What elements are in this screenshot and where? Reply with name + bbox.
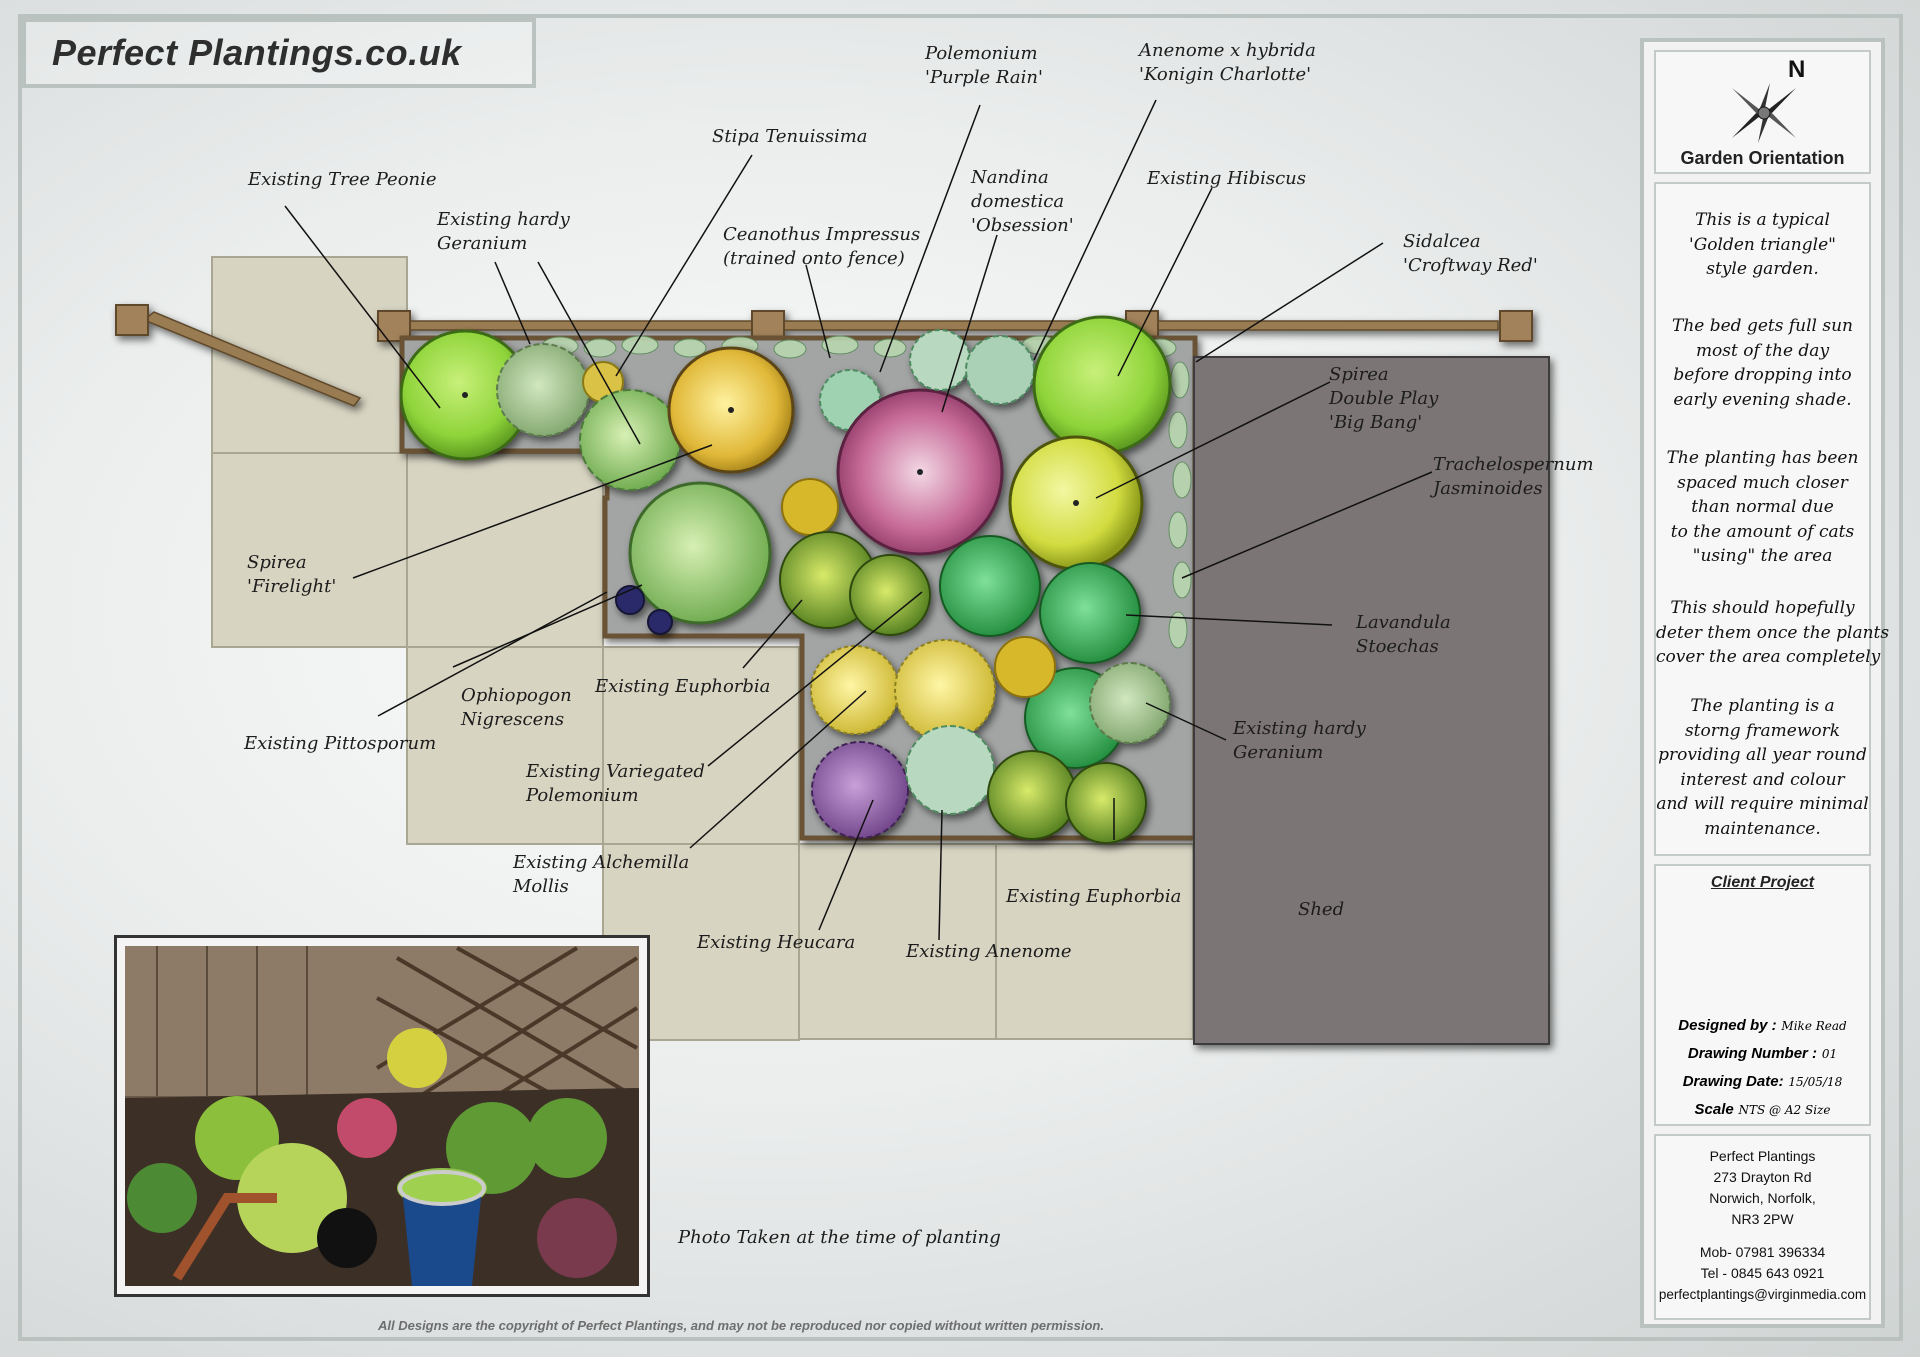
garden-plan [115,99,1550,1045]
scale-value: NTS @ A2 Size [1738,1103,1831,1117]
label-trachelospernum: Trachelospernum Jasminoides [1433,454,1594,499]
north-letter: N [1788,56,1806,83]
label-sidalcea: Sidalcea 'Croftway Red' [1403,231,1538,276]
company-name: Perfect Plantings [1709,1148,1816,1164]
photo-illustration [125,946,639,1286]
orientation-box: N Garden Orientation [1654,50,1871,174]
label-stipa: Stipa Tenuissima [712,126,868,147]
company-street: 273 Drayton Rd [1713,1169,1812,1185]
plant-anenome-bottom [905,725,995,815]
label-polemonium-purple-rain: Polemonium 'Purple Rain' [925,43,1043,88]
plant-small-yellow-2 [994,636,1056,698]
orientation-caption: Garden Orientation [1680,148,1845,168]
plant-euphorbia-left-2 [849,554,931,636]
plant-euphorbia-bottom-2 [1065,762,1147,844]
company-mobile: Mob- 07981 396334 [1699,1244,1826,1260]
label-variegated-polemonium: Existing Variegated Polemonium [526,761,705,806]
company-email: perfectplantings@virginmedia.com [1658,1287,1867,1302]
note-framework: The planting is a storng framework provi… [1656,696,1869,839]
plant-hardy-geranium-right [1089,662,1171,744]
copyright-notice: All Designs are the copyright of Perfect… [378,1318,1104,1333]
label-spirea-firelight: Spirea 'Firelight' [247,552,337,597]
client-project-label: Client Project [1710,874,1815,891]
label-pittosporum: Existing Pittosporum [244,733,437,754]
drawing-number-label: Drawing Number : [1687,1045,1818,1062]
label-anenome-hybrida: Anenome x hybrida 'Konigin Charlotte' [1139,40,1316,85]
plant-ophiopogon-2 [647,609,673,635]
plant-lavandula-2 [1039,562,1141,664]
label-spirea-big-bang: Spirea Double Play 'Big Bang' [1329,364,1439,433]
label-hibiscus: Existing Hibiscus [1147,168,1306,189]
note-golden-triangle: This is a typical 'Golden triangle" styl… [1689,210,1836,279]
compass-rose-icon [1732,83,1796,143]
drawing-date-value: 15/05/18 [1788,1075,1843,1089]
plant-small-yellow [781,478,839,536]
project-box: Client Project Designed by : Mike Read D… [1654,864,1871,1126]
label-ceanothus: Ceanothus Impressus (trained onto fence) [723,224,921,269]
label-heucara: Existing Heucara [697,932,856,953]
label-ophiopogon: Ophiopogon Nigrescens [461,685,572,730]
plant-euphorbia-bottom [987,750,1077,840]
plant-hardy-geranium-top [496,343,590,437]
company-postcode: NR3 2PW [1731,1211,1794,1227]
label-nandina: Nandina domestica 'Obsession' [971,167,1074,236]
note-cats: The planting has been spaced much closer… [1666,448,1859,566]
note-sun: The bed gets full sun most of the day be… [1671,316,1854,410]
drawing-date-label: Drawing Date: [1682,1073,1784,1090]
plant-ceanothus-leaf [909,329,971,391]
company-address: Perfect Plantings 273 Drayton Rd Norwich… [1656,1146,1869,1230]
photo-caption: Photo Taken at the time of planting [678,1227,1001,1248]
label-tree-peonie: Existing Tree Peonie [248,169,437,190]
designed-by-label: Designed by : [1678,1017,1777,1034]
shed [1193,356,1550,1045]
planting-photo [114,935,650,1297]
note-deter: This should hopefully deter them once th… [1656,598,1890,667]
label-euphorbia-top: Existing Euphorbia [595,676,771,697]
plant-variegated-polemonium [810,645,900,735]
label-lavandula: Lavandula Stoechas [1356,612,1451,657]
page-title: Perfect Plantings.co.uk [52,32,462,73]
plant-lavandula-1 [939,535,1041,637]
info-panel: N Garden Orientation This is a typical '… [1640,38,1890,1328]
title-box: Perfect Plantings.co.uk [22,18,536,88]
designed-by-value: Mike Read [1781,1019,1847,1033]
plant-hibiscus [1032,315,1172,455]
plant-heucara [811,741,909,839]
drawing-info: Designed by : Mike Read Drawing Number :… [1656,1012,1869,1124]
plant-anenome-top [965,335,1035,405]
company-box: Perfect Plantings 273 Drayton Rd Norwich… [1654,1134,1871,1320]
label-anenome-bottom: Existing Anenome [906,941,1072,962]
company-tel: Tel - 0845 643 0921 [1700,1265,1825,1281]
label-leader-lines [284,99,1433,941]
sheet-border [18,14,1903,1341]
label-euphorbia-bottom: Existing Euphorbia [1006,886,1182,907]
label-hardy-geranium-right: Existing hardy Geranium [1233,718,1366,763]
scale-label: Scale [1694,1101,1734,1118]
label-alchemilla: Existing Alchemilla Mollis [513,852,690,897]
label-hardy-geranium-top: Existing hardy Geranium [437,209,570,254]
plant-alchemilla [894,639,996,741]
paving-slabs [211,256,1194,1041]
company-contact: Mob- 07981 396334 Tel - 0845 643 0921 pe… [1656,1242,1869,1305]
shed-label: Shed [1298,899,1345,920]
notes-box: This is a typical 'Golden triangle" styl… [1654,182,1890,856]
company-town: Norwich, Norfolk, [1709,1190,1816,1206]
plant-pittosporum [628,481,772,625]
drawing-number-value: 01 [1821,1047,1838,1061]
